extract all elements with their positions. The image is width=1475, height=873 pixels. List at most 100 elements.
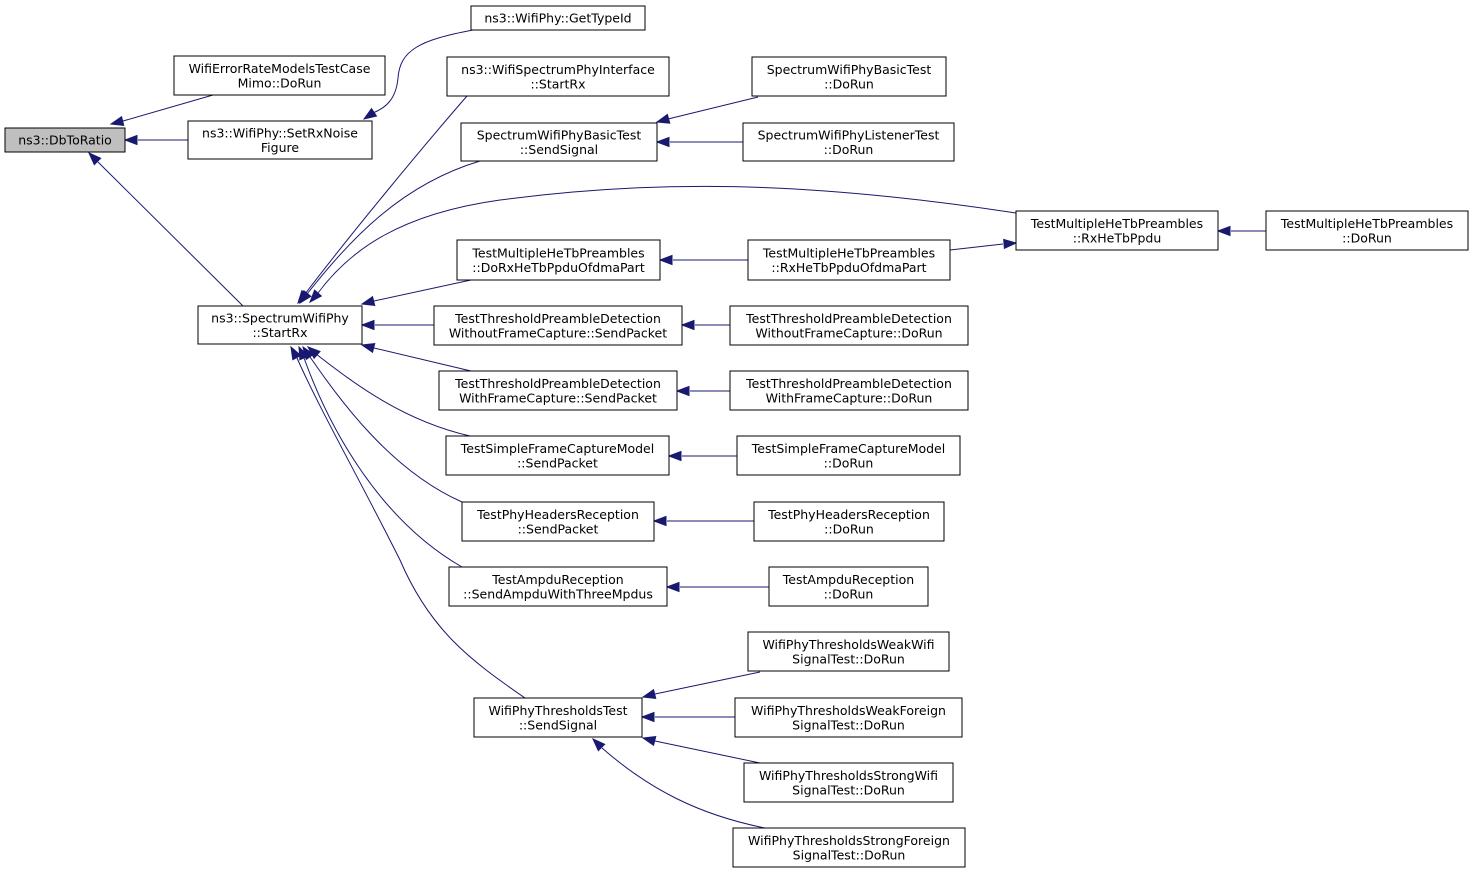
node-wfc_dorun[interactable]: TestThresholdPreambleDetectionWithFrameC…: [729, 370, 969, 411]
node-box: [1265, 210, 1469, 251]
node-label-line: ::SendPacket: [518, 521, 599, 536]
edge-listener_dorun-to-basictest_send: [655, 136, 743, 148]
node-dbtoratio[interactable]: ns3::DbToRatio: [4, 127, 126, 153]
edge-line: [309, 356, 463, 503]
edge-basictest_dorun-to-basictest_send: [655, 96, 759, 124]
edge-line: [373, 347, 472, 372]
node-specphy_startrx[interactable]: ns3::SpectrumWifiPhy::StartRx: [197, 305, 363, 345]
arrowhead-icon: [309, 289, 323, 304]
node-box: [753, 501, 945, 542]
edge-wofc_send-to-specphy_startrx: [360, 319, 434, 331]
edge-thr_weakforeign-to-thr_send: [640, 711, 735, 723]
edge-wfc_dorun-to-wfc_send: [675, 385, 730, 397]
edge-thr_strongwifi-to-thr_send: [641, 735, 761, 764]
node-label-line: TestThresholdPreambleDetection: [745, 376, 952, 391]
arrowhead-icon: [299, 289, 312, 305]
edge-wfc_send-to-specphy_startrx: [360, 342, 472, 372]
edge-phh_send-to-specphy_startrx: [302, 345, 463, 503]
node-specif_startrx[interactable]: ns3::WifiSpectrumPhyInterface::StartRx: [446, 56, 670, 97]
arrowhead-icon: [652, 515, 667, 527]
arrowhead-icon: [360, 319, 375, 331]
node-ampdu_dorun[interactable]: TestAmpduReception::DoRun: [768, 566, 929, 607]
node-box: [734, 697, 963, 738]
edge-line: [373, 279, 472, 302]
edge-line: [97, 161, 244, 307]
node-thr_strongforeign[interactable]: WifiPhyThresholdsStrongForeignSignalTest…: [732, 827, 966, 868]
edge-phh_dorun-to-phh_send: [652, 515, 754, 527]
node-thr_strongwifi[interactable]: WifiPhyThresholdsStrongWifiSignalTest::D…: [743, 762, 954, 803]
node-box: [446, 56, 670, 97]
edge-line: [654, 671, 761, 695]
node-box: [729, 370, 969, 411]
node-label-line: ::SendSignal: [519, 717, 597, 732]
node-box: [747, 631, 950, 672]
node-phh_dorun[interactable]: TestPhyHeadersReception::DoRun: [753, 501, 945, 542]
node-wofc_send[interactable]: TestThresholdPreambleDetectionWithoutFra…: [433, 305, 683, 346]
node-label-line: WifiErrorRateModelsTestCase: [189, 61, 371, 76]
nodes-layer: ns3::DbToRatio WifiErrorRateModelsTestCas…: [4, 5, 1469, 868]
node-label-line: SpectrumWifiPhyListenerTest: [758, 127, 940, 142]
arrowhead-icon: [641, 735, 657, 747]
node-phh_send[interactable]: TestPhyHeadersReception::SendPacket: [461, 501, 655, 542]
node-box: [187, 120, 373, 160]
node-thr_weakforeign[interactable]: WifiPhyThresholdsWeakForeignSignalTest::…: [734, 697, 963, 738]
node-sfc_send[interactable]: TestSimpleFrameCaptureModel::SendPacket: [445, 435, 670, 476]
node-box: [456, 239, 661, 281]
node-thr_weakwifi[interactable]: WifiPhyThresholdsWeakWifiSignalTest::DoR…: [747, 631, 950, 672]
node-gettypeid[interactable]: ns3::WifiPhy::GetTypeId: [470, 5, 646, 31]
node-label-line: TestMultipleHeTbPreambles: [471, 245, 644, 260]
node-label-line: WifiPhyThresholdsTest: [488, 703, 627, 718]
edge-line: [315, 353, 471, 437]
arrowhead-icon: [290, 345, 302, 361]
edge-specphy_startrx-to-dbtoratio: [87, 151, 244, 307]
node-label-line: ::StartRx: [530, 76, 585, 91]
node-box: [1015, 210, 1219, 251]
node-sfc_dorun[interactable]: TestSimpleFrameCaptureModel::DoRun: [736, 435, 961, 476]
node-label-line: ::DoRun: [824, 455, 874, 470]
arrowhead-icon: [665, 581, 680, 593]
node-box: [445, 435, 670, 476]
node-box: [470, 5, 646, 31]
node-box: [747, 239, 951, 281]
node-box: [768, 566, 929, 607]
node-label-line: ns3::DbToRatio: [18, 133, 112, 148]
arrowhead-icon: [360, 342, 376, 354]
node-label-line: ns3::SpectrumWifiPhy: [211, 310, 349, 325]
node-wfc_send[interactable]: TestThresholdPreambleDetectionWithFrameC…: [438, 370, 678, 411]
node-label-line: Mimo::DoRun: [238, 75, 322, 90]
edge-ampdu_dorun-to-ampdu_send: [665, 581, 769, 593]
node-label-line: TestThresholdPreambleDetection: [454, 376, 661, 391]
node-box: [433, 305, 683, 346]
node-label-line: WifiPhyThresholdsWeakForeign: [751, 703, 946, 718]
node-hetb_dorxofdma[interactable]: TestMultipleHeTbPreambles::DoRxHeTbPpduO…: [456, 239, 661, 281]
node-hetb_rx[interactable]: TestMultipleHeTbPreambles::RxHeTbPpdu: [1015, 210, 1219, 251]
node-hetb_rxofdma[interactable]: TestMultipleHeTbPreambles::RxHeTbPpduOfd…: [747, 239, 951, 281]
node-hetb_dorun[interactable]: TestMultipleHeTbPreambles::DoRun: [1265, 210, 1469, 251]
node-box: [4, 127, 126, 153]
node-basictest_dorun[interactable]: SpectrumWifiPhyBasicTest::DoRun: [751, 56, 947, 97]
node-label-line: TestPhyHeadersReception: [767, 507, 930, 522]
edge-line: [601, 747, 766, 829]
arrowhead-icon: [109, 115, 125, 127]
node-basictest_send[interactable]: SpectrumWifiPhyBasicTest::SendSignal: [460, 122, 658, 162]
node-wofc_dorun[interactable]: TestThresholdPreambleDetectionWithoutFra…: [729, 305, 969, 346]
edge-hetb_dorxofdma-to-specphy_startrx: [360, 279, 472, 307]
edge-line: [296, 357, 526, 699]
node-label-line: ::DoRun: [824, 142, 874, 157]
node-label-line: ::DoRun: [824, 521, 874, 536]
node-thr_send[interactable]: WifiPhyThresholdsTest::SendSignal: [473, 697, 643, 738]
node-label-line: WifiPhyThresholdsStrongWifi: [759, 768, 938, 783]
edge-hetb_dorun-to-hetb_rx: [1216, 225, 1266, 237]
node-listener_dorun[interactable]: SpectrumWifiPhyListenerTest::DoRun: [742, 122, 955, 162]
node-label-line: Figure: [261, 140, 299, 155]
node-ampdu_send[interactable]: TestAmpduReception::SendAmpduWithThreeMp…: [448, 566, 668, 607]
node-label-line: TestSimpleFrameCaptureModel: [751, 441, 945, 456]
node-box: [438, 370, 678, 411]
arrowhead-icon: [667, 450, 682, 462]
edge-thr_weakwifi-to-thr_send: [641, 671, 761, 700]
node-label-line: ::SendSignal: [520, 142, 598, 157]
arrowhead-icon: [1003, 238, 1018, 250]
node-label-line: ::RxHeTbPpduOfdmaPart: [771, 260, 926, 275]
